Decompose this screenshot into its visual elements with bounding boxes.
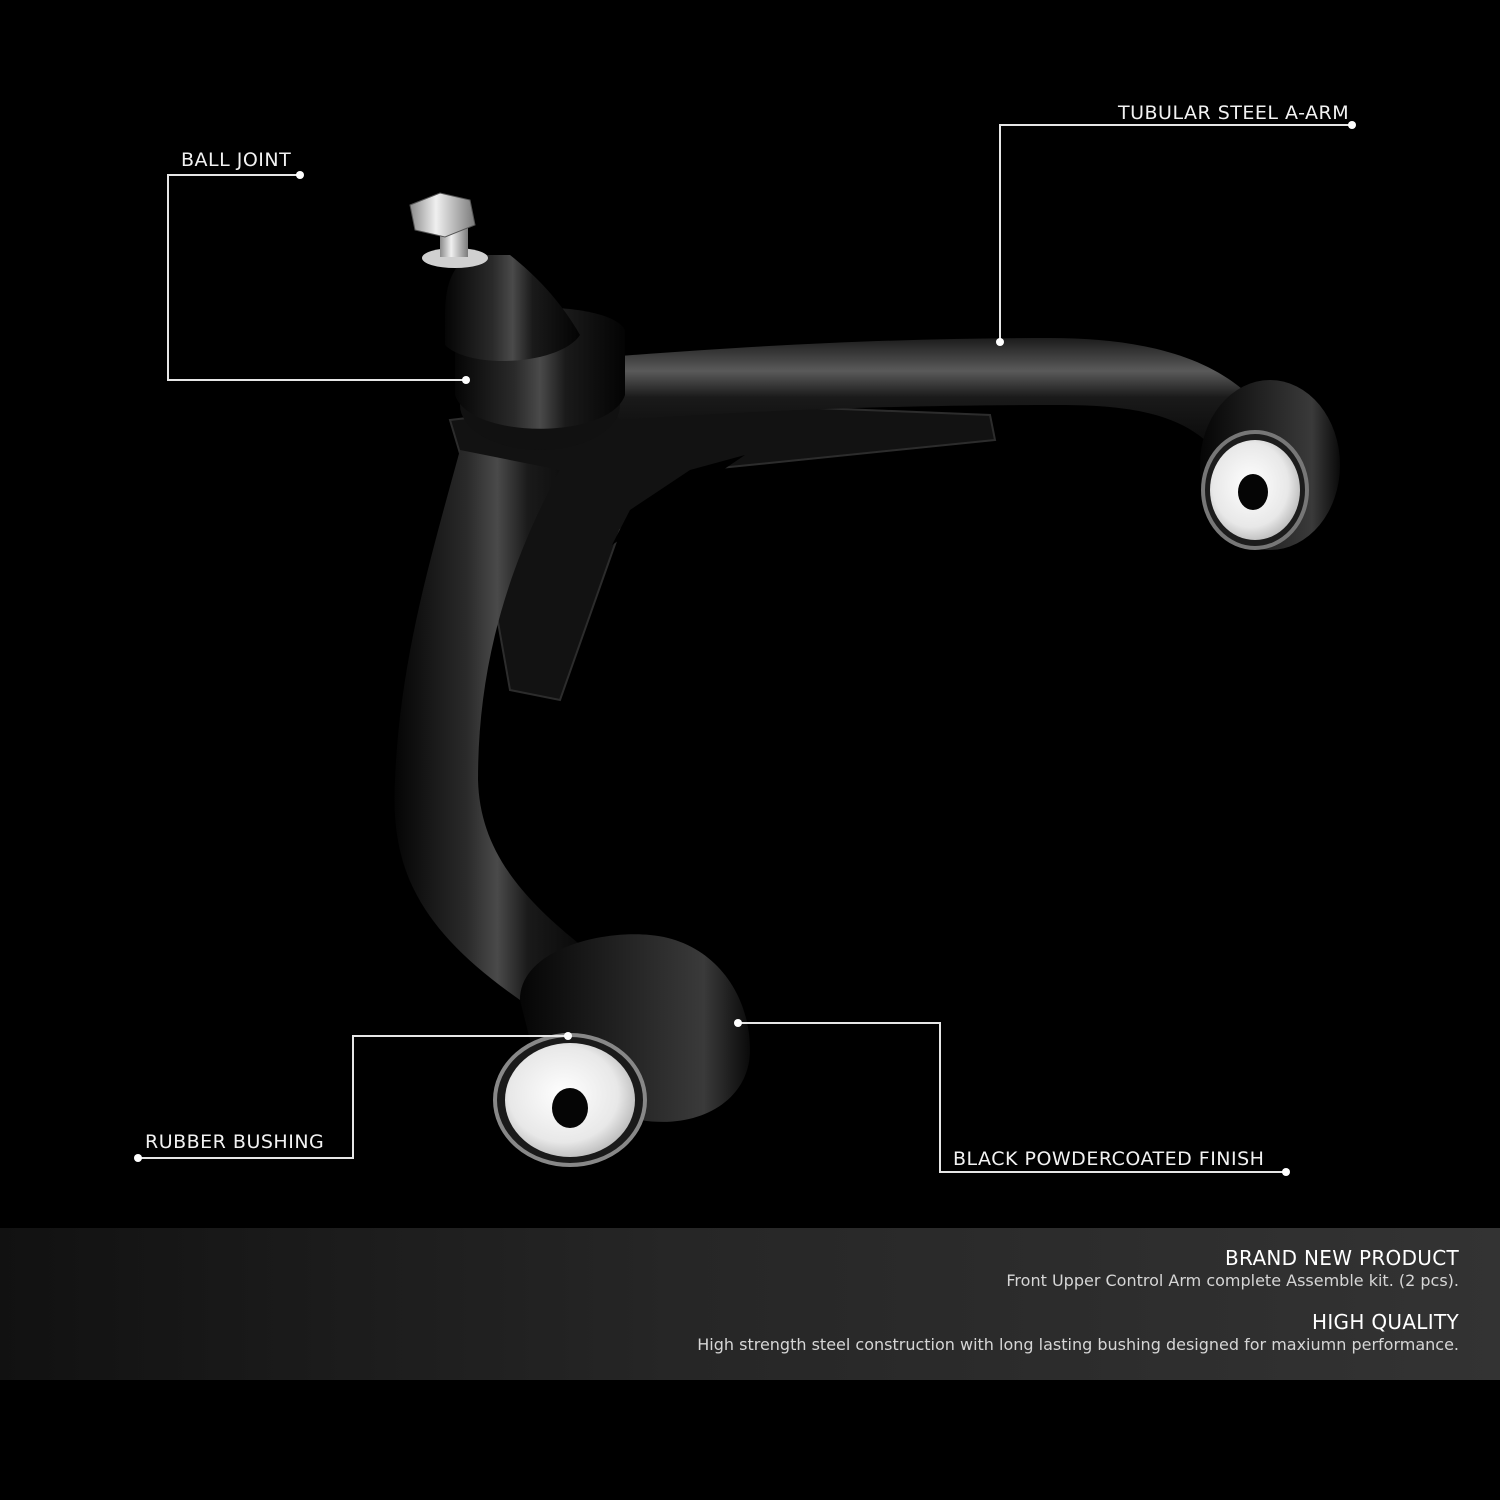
callout-dot — [996, 338, 1004, 346]
callout-dot — [564, 1032, 572, 1040]
ball-joint-stud-cone — [445, 255, 580, 362]
callout-dot — [134, 1154, 142, 1162]
gusset-cutout — [612, 455, 745, 545]
brand-title: BRAND NEW PRODUCT — [1225, 1246, 1459, 1270]
brand-info: BRAND NEW PRODUCT Front Upper Control Ar… — [1006, 1246, 1459, 1292]
brand-text: Front Upper Control Arm complete Assembl… — [1006, 1271, 1459, 1290]
quality-title: HIGH QUALITY — [1312, 1310, 1459, 1334]
rear-bushing-bore — [1238, 474, 1268, 510]
upper-tube — [570, 338, 1270, 470]
callout-line-finish — [738, 1022, 1286, 1173]
callout-dot — [1348, 121, 1356, 129]
callout-line-rubber-bushing — [138, 1035, 568, 1159]
ball-joint-nut — [409, 192, 476, 238]
quality-info: HIGH QUALITY High strength steel constru… — [697, 1310, 1459, 1356]
callout-dot — [734, 1019, 742, 1027]
front-bushing-bore — [552, 1088, 588, 1128]
ball-joint-washer — [422, 248, 488, 268]
info-band — [0, 1228, 1500, 1380]
lower-tube — [394, 450, 600, 1000]
callout-dot — [462, 376, 470, 384]
callout-dot — [1282, 1168, 1290, 1176]
callout-lines — [138, 124, 1352, 1173]
rubber-bushing-label: RUBBER BUSHING — [145, 1131, 325, 1153]
ball-joint-label: BALL JOINT — [181, 149, 292, 171]
callout-dots — [134, 121, 1356, 1176]
tubular-arm-label: TUBULAR STEEL A-ARM — [1118, 102, 1350, 124]
callout-line-tubular-arm — [999, 124, 1352, 342]
quality-text: High strength steel construction with lo… — [697, 1335, 1459, 1354]
callout-line-ball-joint — [167, 174, 466, 381]
finish-label: BLACK POWDERCOATED FINISH — [953, 1148, 1265, 1170]
callout-dot — [296, 171, 304, 179]
